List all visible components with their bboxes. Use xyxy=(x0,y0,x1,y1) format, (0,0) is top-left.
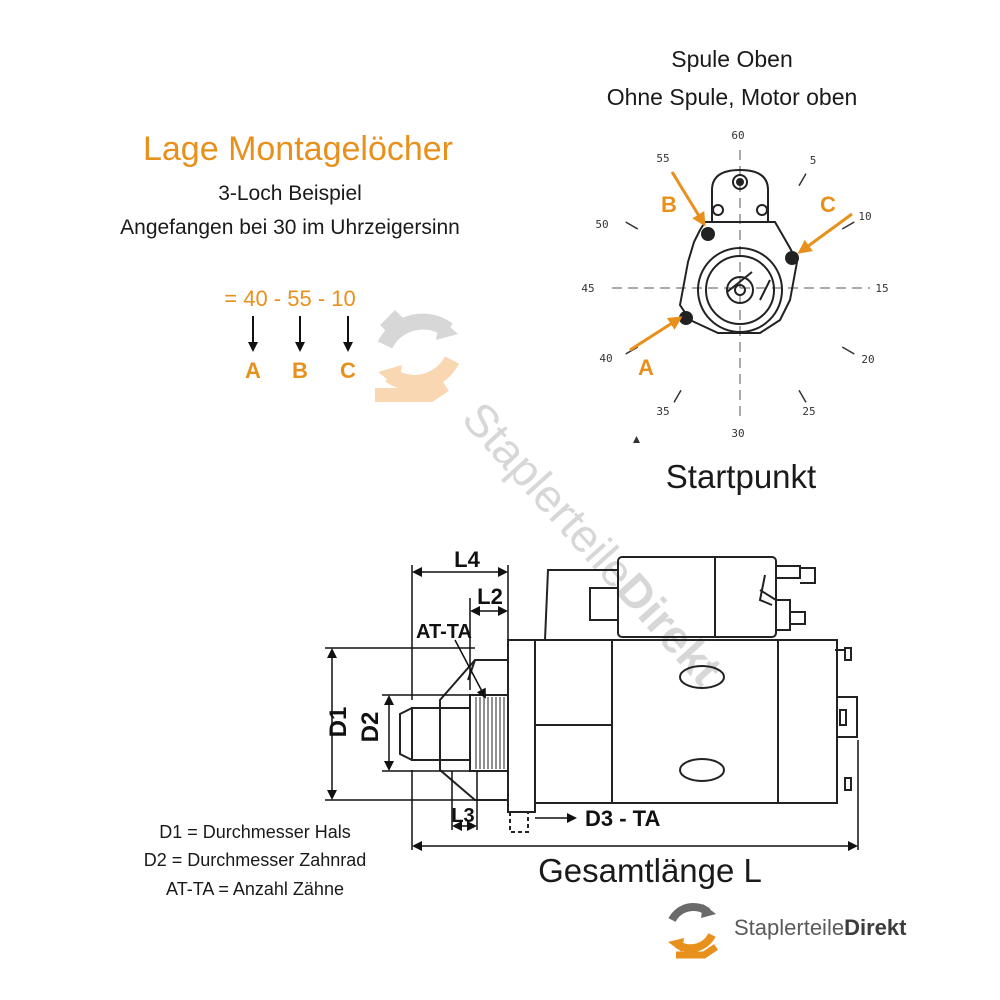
dial-tick xyxy=(798,389,807,403)
mounting-title: Lage Montagelöcher xyxy=(142,130,454,168)
label-d3-ta: D3 - TA xyxy=(585,806,660,831)
brand-name: StaplerteileDirekt xyxy=(734,915,906,941)
dial-mark-15: 15 xyxy=(875,282,888,295)
legend-d1: D1 = Durchmesser Hals xyxy=(159,822,351,842)
label-d2: D2 xyxy=(357,712,384,743)
label-l3: L3 xyxy=(451,805,474,827)
dial-tick xyxy=(673,389,682,403)
dial-mark-25: 25 xyxy=(802,405,815,418)
total-length-label: Gesamtlänge L xyxy=(538,852,762,889)
label-l2: L2 xyxy=(477,584,503,609)
starter-side-view xyxy=(399,556,858,833)
dial-tick xyxy=(841,221,855,230)
watermark-text: StaplerteileDirekt xyxy=(453,392,733,695)
dial-caption-coil-top: Spule Oben xyxy=(671,46,793,72)
watermark-logo-icon xyxy=(375,310,460,402)
formula-letter-a: A xyxy=(245,358,261,383)
dial-hole-label-c: C xyxy=(820,192,836,217)
dial-mark-30: 30 xyxy=(731,427,744,440)
dial-mark-55: 55 xyxy=(656,152,669,165)
dial-mark-5: 5 xyxy=(810,154,817,167)
dial-hole-label-a: A xyxy=(638,355,654,380)
dimension-lines: L4 L2 AT-TA L3 D1 D2 D3 - TA xyxy=(325,547,859,851)
mounting-subtitle-start: Angefangen bei 30 im Uhrzeigersinn xyxy=(120,216,460,239)
dial-hole-label-b: B xyxy=(661,192,677,217)
dial-mark-50: 50 xyxy=(595,218,608,231)
brand-name-suffix: Direkt xyxy=(844,915,907,940)
label-at-ta: AT-TA xyxy=(416,621,472,643)
dial-caption-no-coil: Ohne Spule, Motor oben xyxy=(606,84,858,110)
formula-arrows xyxy=(248,316,353,352)
brand-name-prefix: Staplerteile xyxy=(734,915,845,940)
starter-front-view xyxy=(678,168,799,334)
dial-mark-40: 40 xyxy=(599,352,612,365)
label-d1: D1 xyxy=(325,707,352,738)
legend-d2: D2 = Durchmesser Zahnrad xyxy=(143,850,367,870)
formula-letter-b: B xyxy=(292,358,308,383)
dial-tick xyxy=(798,173,807,187)
label-l4: L4 xyxy=(454,547,480,572)
dial-mark-20: 20 xyxy=(861,353,874,366)
mounting-formula: = 40 - 55 - 10 xyxy=(224,286,356,311)
dial-mark-10: 10 xyxy=(858,210,871,223)
mounting-dial: 60 5 10 15 20 25 30 35 40 45 50 55 xyxy=(581,129,889,443)
dial-mark-35: 35 xyxy=(656,405,669,418)
dial-mark-45: 45 xyxy=(581,282,594,295)
formula-letter-c: C xyxy=(340,358,356,383)
dial-tick xyxy=(841,346,855,355)
dial-tick xyxy=(625,221,639,230)
start-point-label: Startpunkt xyxy=(665,458,817,495)
brand-logo-icon xyxy=(668,903,718,959)
legend-at-ta: AT-TA = Anzahl Zähne xyxy=(166,879,344,899)
mounting-subtitle-example: 3-Loch Beispiel xyxy=(218,182,362,205)
svg-text:StaplerteileDirekt: StaplerteileDirekt xyxy=(453,392,733,695)
dial-mark-60: 60 xyxy=(731,129,744,142)
